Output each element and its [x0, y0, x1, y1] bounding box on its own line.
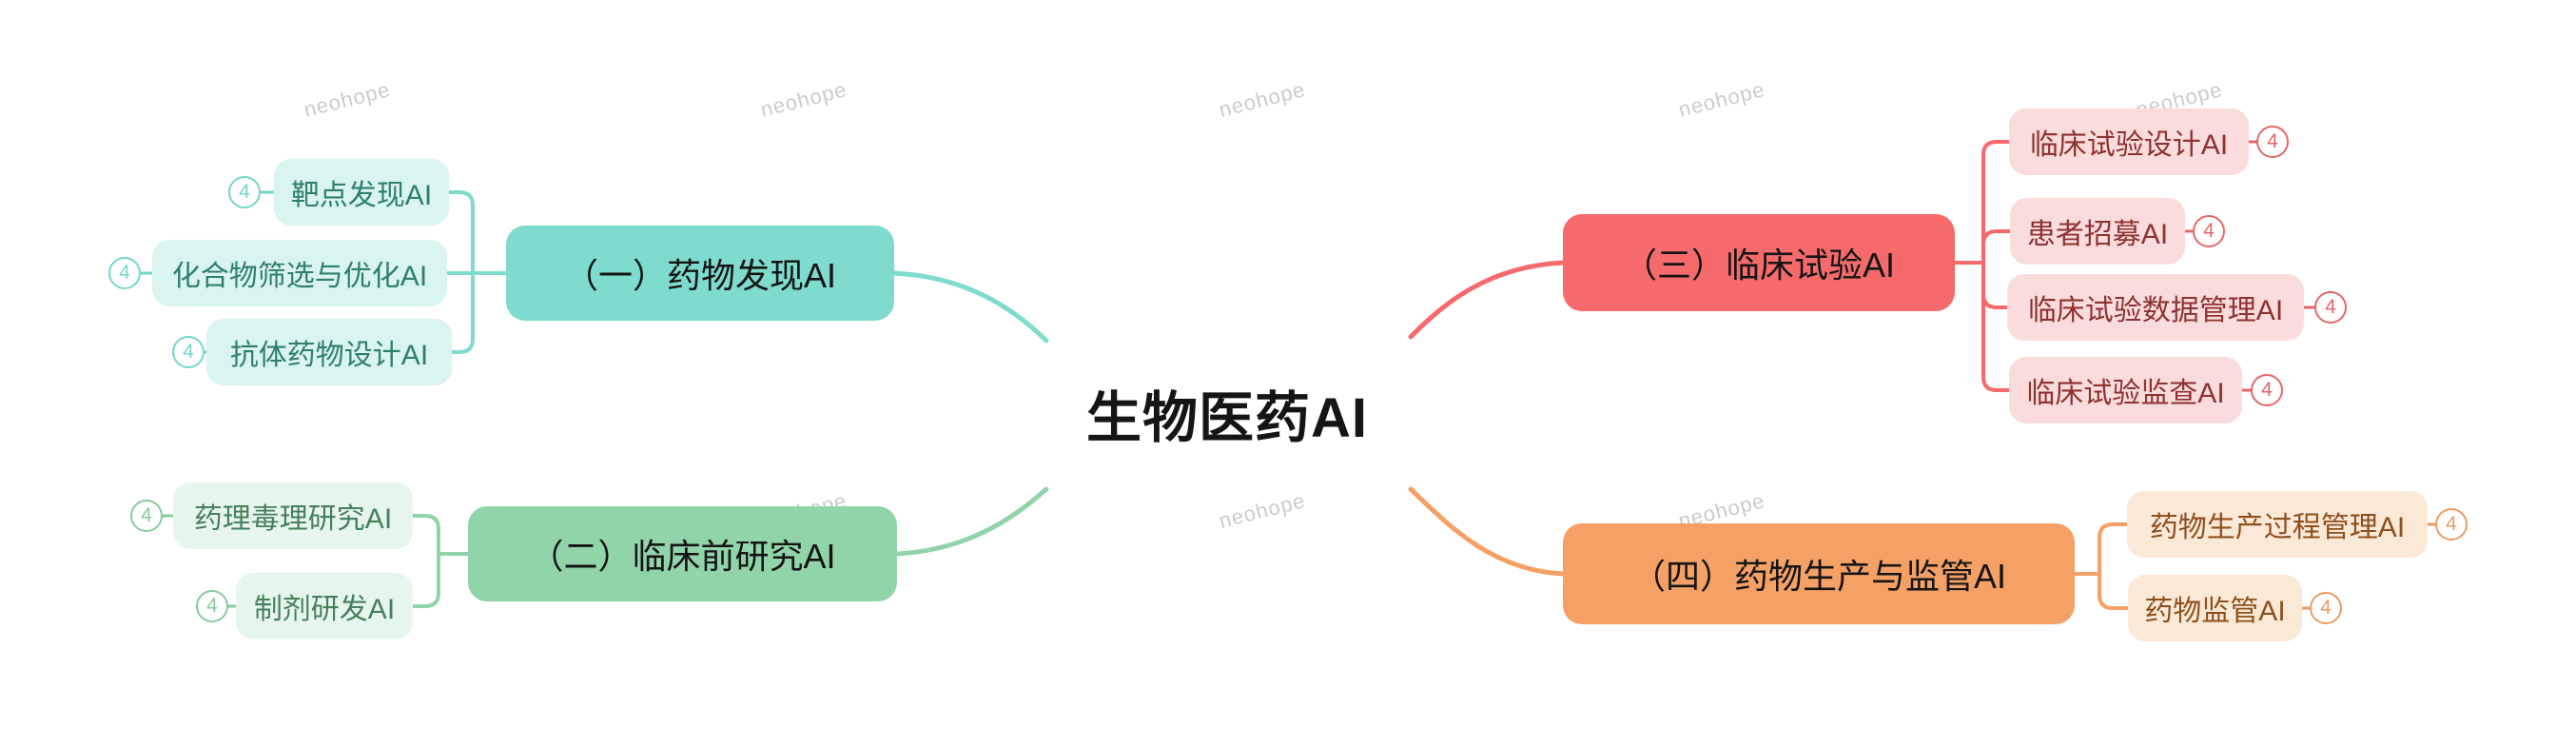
branch-node-clinical-trials[interactable]: （三）临床试验AI: [1563, 214, 1955, 311]
child-node-production-process-management[interactable]: 药物生产过程管理AI: [2127, 491, 2428, 558]
edge-branch1-child1: [447, 190, 508, 275]
collapsed-count-badge[interactable]: 4: [2314, 291, 2347, 324]
edge-branch2-child1: [411, 514, 470, 556]
collapsed-count-badge[interactable]: 4: [2251, 374, 2283, 406]
edge-root-branch1: [891, 270, 1049, 344]
collapsed-count-badge[interactable]: 4: [2310, 592, 2342, 624]
collapsed-count-badge[interactable]: 4: [2435, 508, 2468, 541]
edge-branch3-child3: [1981, 261, 2009, 309]
edge-branch3-child2: [1981, 229, 2012, 265]
branch-node-preclinical-research[interactable]: （二）临床前研究AI: [468, 506, 897, 601]
child-node-trial-design[interactable]: 临床试验设计AI: [2009, 108, 2249, 175]
collapsed-count-badge[interactable]: 4: [108, 257, 141, 289]
collapsed-count-badge[interactable]: 4: [196, 590, 228, 622]
child-node-antibody-design[interactable]: 抗体药物设计AI: [206, 319, 452, 385]
collapsed-count-badge[interactable]: 4: [130, 500, 163, 532]
collapsed-count-badge[interactable]: 4: [172, 336, 205, 368]
child-node-trial-data-management[interactable]: 临床试验数据管理AI: [2007, 274, 2304, 341]
collapsed-count-badge[interactable]: 4: [228, 176, 261, 208]
branch-node-drug-discovery[interactable]: （一）药物发现AI: [506, 226, 894, 321]
collapsed-count-badge[interactable]: 4: [2193, 215, 2225, 247]
edge-root-branch4: [1408, 486, 1566, 577]
child-node-compound-screening[interactable]: 化合物筛选与优化AI: [152, 240, 447, 306]
edge-branch2-child2: [411, 552, 440, 608]
child-node-patient-recruitment[interactable]: 患者招募AI: [2010, 198, 2185, 265]
child-node-formulation-rd[interactable]: 制剂研发AI: [236, 573, 413, 640]
edge-branch3-child1: [1953, 140, 2011, 265]
child-node-drug-regulation[interactable]: 药物监管AI: [2128, 575, 2302, 641]
branch-node-production-regulation[interactable]: （四）药物生产与监管AI: [1563, 523, 2075, 624]
child-node-trial-monitoring[interactable]: 临床试验监查AI: [2009, 357, 2242, 423]
edge-root-branch3: [1408, 260, 1566, 340]
child-node-pharmacology-toxicology[interactable]: 药理毒理研究AI: [173, 482, 413, 549]
edge-branch1-child3: [450, 271, 475, 354]
edge-branch4-child2: [2098, 572, 2130, 610]
child-node-target-discovery[interactable]: 靶点发现AI: [274, 159, 449, 226]
collapsed-count-badge[interactable]: 4: [2256, 126, 2289, 158]
edge-root-branch2: [894, 486, 1049, 557]
root-node-title[interactable]: 生物医药AI: [1085, 387, 1368, 449]
edge-branch4-child1: [2073, 522, 2129, 576]
edge-branch3-child4: [1981, 261, 2011, 392]
